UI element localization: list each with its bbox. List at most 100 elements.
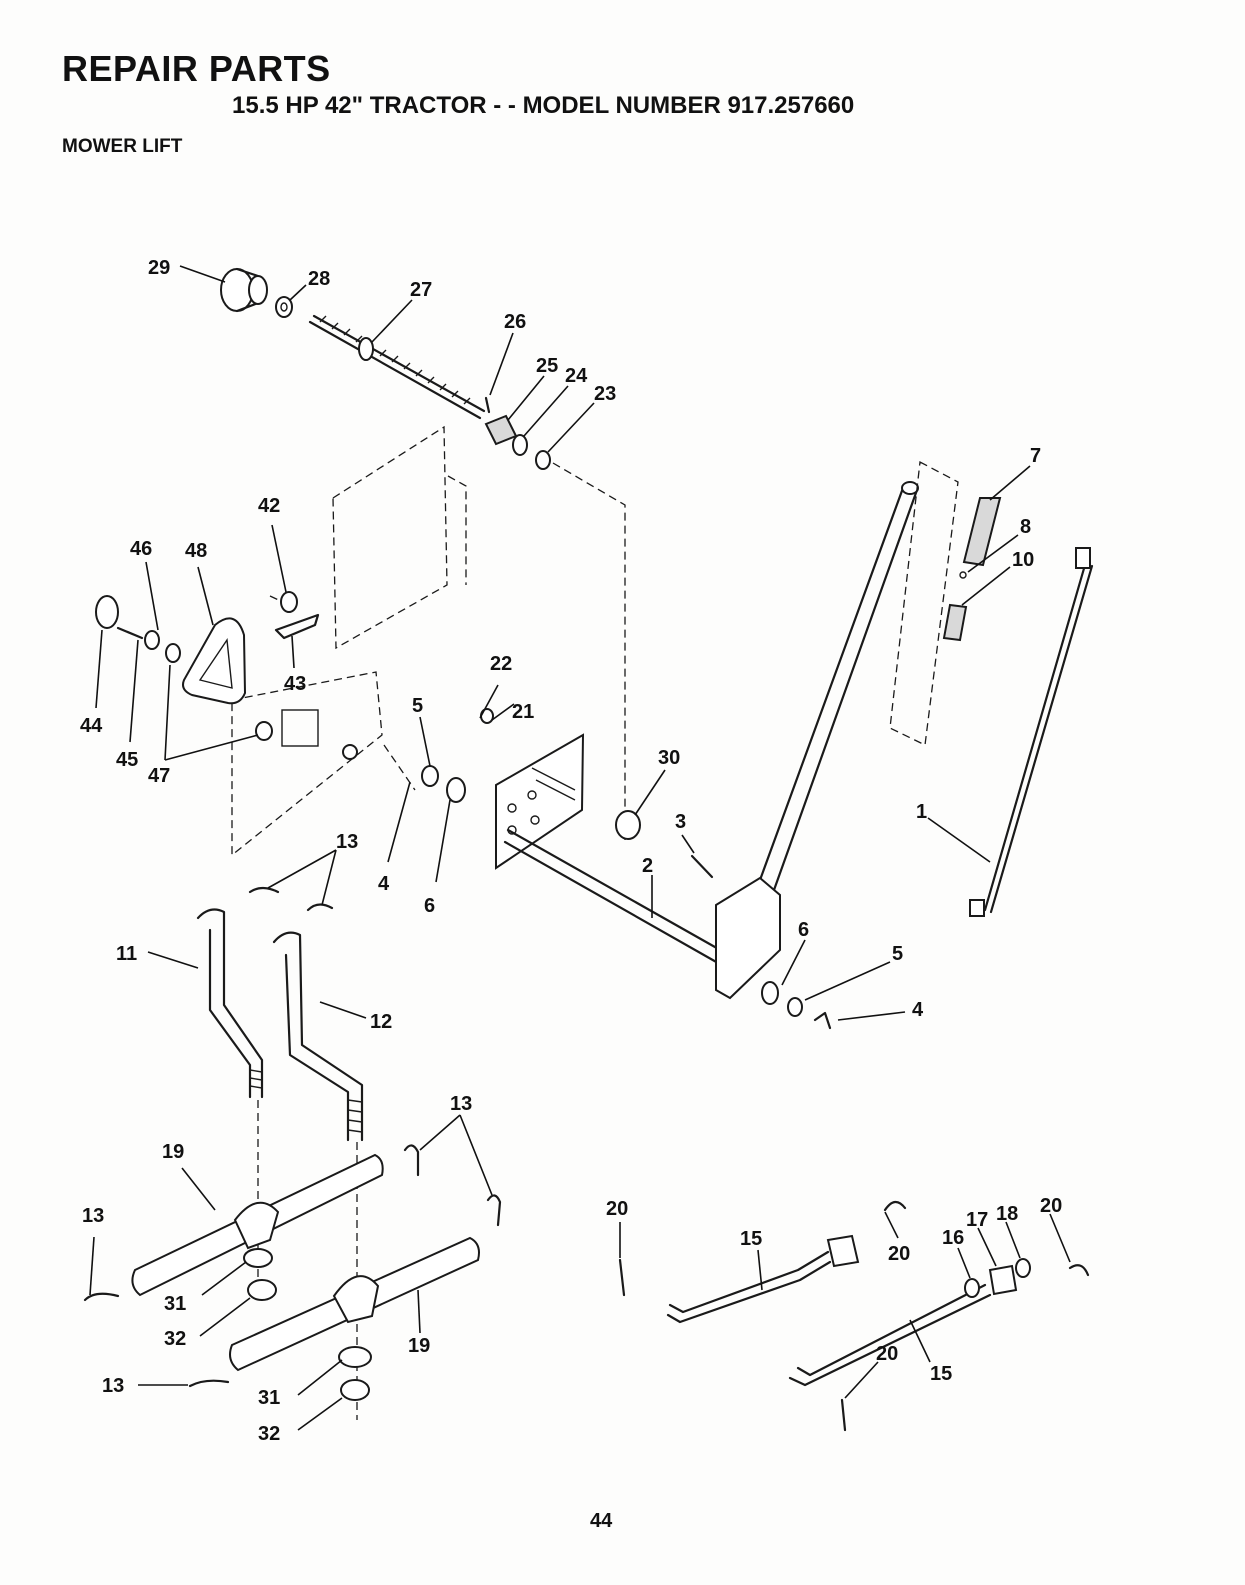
leader-45 — [130, 640, 138, 742]
leader-30 — [635, 770, 665, 815]
leader-19b — [418, 1290, 420, 1333]
leader-44 — [96, 630, 102, 708]
link-threads — [250, 1070, 362, 1132]
lift-arms — [85, 1145, 500, 1400]
callout-1: 1 — [916, 801, 927, 823]
callout-43: 43 — [284, 673, 306, 695]
callout-32b: 32 — [258, 1423, 280, 1445]
key-part — [692, 856, 712, 877]
handle-grip — [964, 498, 1000, 565]
leader-42 — [272, 525, 286, 592]
spacer-sleeve — [486, 416, 516, 444]
clip-part — [815, 1013, 830, 1028]
leader-13a — [268, 850, 336, 905]
callout-45: 45 — [116, 749, 138, 771]
page-number: 44 — [590, 1510, 612, 1533]
callout-30: 30 — [658, 747, 680, 769]
frame-panel-lower — [232, 672, 382, 855]
bolt-shank — [118, 628, 142, 638]
callout-13a: 13 — [336, 831, 358, 853]
leader-29 — [180, 266, 225, 282]
leader-5a — [420, 717, 430, 766]
washer-part — [1016, 1259, 1030, 1277]
leader-19a — [182, 1168, 215, 1210]
leader-lines — [90, 266, 1070, 1430]
callout-20d: 20 — [876, 1343, 898, 1365]
frame-hole — [343, 745, 357, 759]
callout-8: 8 — [1020, 516, 1031, 538]
callout-17: 17 — [966, 1209, 988, 1231]
frame-panel-upper — [333, 427, 447, 648]
trunnion-part — [339, 1347, 371, 1367]
leader-3 — [682, 835, 694, 853]
hairpin-clips — [250, 888, 332, 910]
leader-48 — [198, 567, 213, 625]
grip-pin — [960, 572, 966, 578]
bracket-clip — [276, 615, 318, 638]
washer-part — [166, 644, 180, 662]
leader-10 — [962, 567, 1010, 605]
callout-5a: 5 — [412, 695, 423, 717]
callout-46: 46 — [130, 538, 152, 560]
cap-part — [96, 596, 118, 628]
leader-27 — [372, 300, 412, 342]
rod-end-bottom — [970, 900, 984, 916]
leader-23 — [548, 403, 594, 452]
leader-31a — [202, 1262, 246, 1295]
leader-7 — [990, 466, 1030, 500]
link-centerlines — [258, 1100, 357, 1420]
rod-ferrule — [828, 1236, 858, 1266]
callout-3: 3 — [675, 811, 686, 833]
grip-phantom — [890, 462, 958, 745]
callout-19a: 19 — [162, 1141, 184, 1163]
leader-21 — [492, 704, 514, 720]
callout-20c: 20 — [1040, 1195, 1062, 1217]
callout-16: 16 — [942, 1227, 964, 1249]
clip-part — [481, 709, 493, 723]
callout-6a: 6 — [424, 895, 435, 917]
handle-grip-block — [183, 618, 245, 703]
leader-32b — [298, 1398, 342, 1430]
callout-24: 24 — [565, 365, 588, 387]
leader-13b — [420, 1115, 492, 1195]
spring-washer — [788, 998, 802, 1016]
leader-28 — [290, 285, 306, 300]
callout-19b: 19 — [408, 1335, 430, 1357]
washer-part — [965, 1279, 979, 1297]
leader-17 — [978, 1228, 996, 1266]
callout-4b: 4 — [912, 999, 924, 1021]
callout-23: 23 — [594, 383, 616, 405]
leader-5b — [805, 962, 890, 1000]
ferrule-part — [616, 811, 640, 839]
nut-part — [536, 451, 550, 469]
callout-32a: 32 — [164, 1328, 186, 1350]
leader-4a — [388, 782, 410, 862]
lift-rod-lower — [790, 1285, 990, 1385]
callout-20b: 20 — [888, 1243, 910, 1265]
threaded-rod — [310, 316, 484, 418]
callout-31b: 31 — [258, 1387, 280, 1409]
indicator-rod — [985, 565, 1092, 912]
leader-26 — [490, 333, 513, 395]
callout-44: 44 — [80, 715, 103, 737]
washer-part — [281, 592, 297, 612]
leader-25 — [508, 376, 544, 420]
callout-13b: 13 — [450, 1093, 472, 1115]
trunnion-block — [990, 1266, 1016, 1294]
leader-46 — [146, 562, 158, 630]
lift-rod-upper — [668, 1252, 830, 1322]
callout-20a: 20 — [606, 1198, 628, 1220]
leader-6b — [782, 940, 805, 985]
callout-31a: 31 — [164, 1293, 186, 1315]
callout-48: 48 — [185, 540, 207, 562]
callout-29: 29 — [148, 257, 170, 279]
spring-pin — [486, 398, 489, 412]
callout-11: 11 — [116, 943, 137, 965]
callout-12: 12 — [370, 1011, 392, 1033]
bushing-part — [762, 982, 778, 1004]
lift-handle-tube — [760, 488, 917, 890]
callout-15a: 15 — [740, 1228, 762, 1250]
leader-11 — [148, 952, 198, 968]
callout-2: 2 — [642, 855, 653, 877]
callout-21: 21 — [512, 701, 534, 723]
